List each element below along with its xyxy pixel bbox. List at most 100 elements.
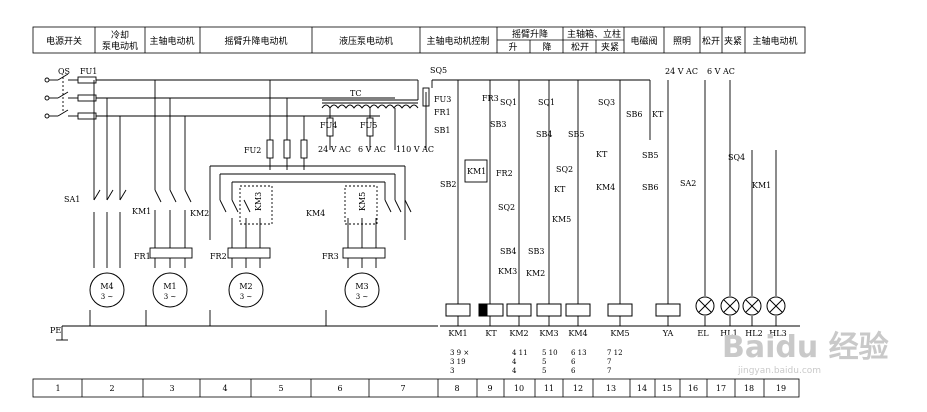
v24-label: 24 V AC [318,145,351,154]
sb4b-label: SB4 [500,247,516,256]
hdr-arm-lift-motor: 摇臂升降电动机 [224,35,287,47]
coil-labels: KM1 KT KM2 KM3 KM4 KM5 YA EL HL1 HL2 HL3 [448,329,786,338]
hdr-spindle-motor: 主轴电动机 [149,35,194,47]
fr1-label: FR1 [134,252,151,261]
header-texts: 电源开关 冷却 泵电动机 主轴电动机 摇臂升降电动机 液压泵电动机 主轴电动机控… [46,28,798,53]
sq4-label: SQ4 [728,153,745,162]
transformer-labels: TC FU4 FU5 24 V AC 6 V AC 110 V AC [318,89,434,154]
col-3: 3 [169,384,174,393]
coil-km4-label: KM4 [568,329,587,338]
sb6-label: SB6 [626,110,642,119]
km1-hold-label: KM1 [467,167,486,176]
coil-kt-delay [478,303,488,317]
m4-label: M4 [100,282,113,291]
sa2-label: SA2 [680,179,696,188]
lamp-hl1-label: HL1 [720,329,737,338]
col-17: 17 [716,384,726,393]
v6-label: 6 V AC [358,145,386,154]
hdr-release-2: 松开 [702,35,720,47]
sq2b-label: SQ2 [556,165,573,174]
hdr-arm-lift: 摇臂升降 [512,28,548,40]
coil-km2 [506,303,532,317]
coil-km4 [565,303,591,317]
sq2a-label: SQ2 [498,203,515,212]
hdr-coolant-2: 泵电动机 [102,40,138,52]
coil-ya [655,303,681,317]
hdr-coolant-1: 冷却 [111,29,129,41]
col-8: 8 [454,384,459,393]
xref-11c: 5 [542,367,546,375]
xref-13c: 7 [607,367,611,375]
km4b-label: KM4 [596,183,615,192]
sq3-label: SQ3 [598,98,615,107]
hdr-solenoid: 电磁阀 [630,35,657,47]
col-9: 9 [487,384,492,393]
v6b-label: 6 V AC [707,67,735,76]
hdr-arm-down: 降 [542,41,551,53]
xref-8a: 3 9 × [450,349,469,357]
hdr-clamp: 夹紧 [601,41,619,53]
hdr-clamp-2: 夹紧 [724,35,742,47]
footer-numbers: 1 2 3 4 5 6 7 8 9 10 11 12 13 14 15 16 1… [55,384,786,393]
km1-contact-label: KM1 [132,207,151,216]
m3-phase: 3 ~ [356,293,369,301]
m2-label: M2 [239,282,252,291]
xref-10b: 4 [512,358,517,366]
coil-km3-label: KM3 [539,329,558,338]
xref-8b: 3 19 [450,358,466,366]
kt3-label: KT [596,150,608,159]
motor-m4-symbol [89,272,125,308]
motors: M4 3 ~ M1 3 ~ M2 3 ~ M3 3 ~ [89,272,380,308]
col-19: 19 [776,384,786,393]
lamp-hl2-label: HL2 [745,329,762,338]
sb4-label: SB4 [536,130,552,139]
sq1a-label: SQ1 [500,98,517,107]
cross-refs: 3 9 × 3 19 3 4 11 4 4 5 10 5 5 6 13 6 6 … [450,349,623,375]
m1-label: M1 [163,282,176,291]
coil-kt-label: KT [485,329,497,338]
xref-12a: 6 13 [571,349,587,357]
col-11: 11 [544,384,554,393]
km3-label: KM3 [254,192,263,211]
lamp-hl3-label: HL3 [769,329,786,338]
km5-label: KM5 [358,192,367,211]
sb3b-label: SB3 [528,247,544,256]
km3b-label: KM3 [498,267,517,276]
sb2-label: SB2 [440,180,456,189]
v110-label: 110 V AC [396,145,434,154]
col-5: 5 [278,384,283,393]
power-wiring [44,73,438,341]
sa1-label: SA1 [64,195,80,204]
sb6b-label: SB6 [642,183,658,192]
xref-12b: 6 [571,358,576,366]
qs-label: QS [58,67,70,76]
km2b-label: KM2 [526,269,545,278]
m4-phase: 3 ~ [101,293,114,301]
coil-ya-label: YA [662,329,674,338]
sb1-label: SB1 [434,126,450,135]
hdr-lighting: 照明 [673,36,691,47]
fu4-label: FU4 [320,121,337,130]
sb5b-label: SB5 [642,151,658,160]
xref-13a: 7 12 [607,349,623,357]
fr2-label: FR2 [210,252,227,261]
xref-13b: 7 [607,358,611,366]
col-13: 13 [606,384,616,393]
coil-km5-label: KM5 [610,329,629,338]
hdr-column-box: 主轴箱、立柱 [567,28,621,40]
sb5-label: SB5 [568,130,584,139]
kt-contact-label: KT [554,185,566,194]
sb3-label: SB3 [490,120,506,129]
fr2b-label: FR2 [496,169,513,178]
sq5-label: SQ5 [430,66,447,75]
col-14: 14 [637,384,647,393]
coil-km5 [607,303,633,317]
km2-contact-label: KM2 [190,209,209,218]
watermark-brand: Baidu 经验 [722,330,889,365]
xref-11b: 5 [542,358,546,366]
hdr-power-switch: 电源开关 [46,35,82,47]
xref-11a: 5 10 [542,349,558,357]
lamps [695,296,786,316]
